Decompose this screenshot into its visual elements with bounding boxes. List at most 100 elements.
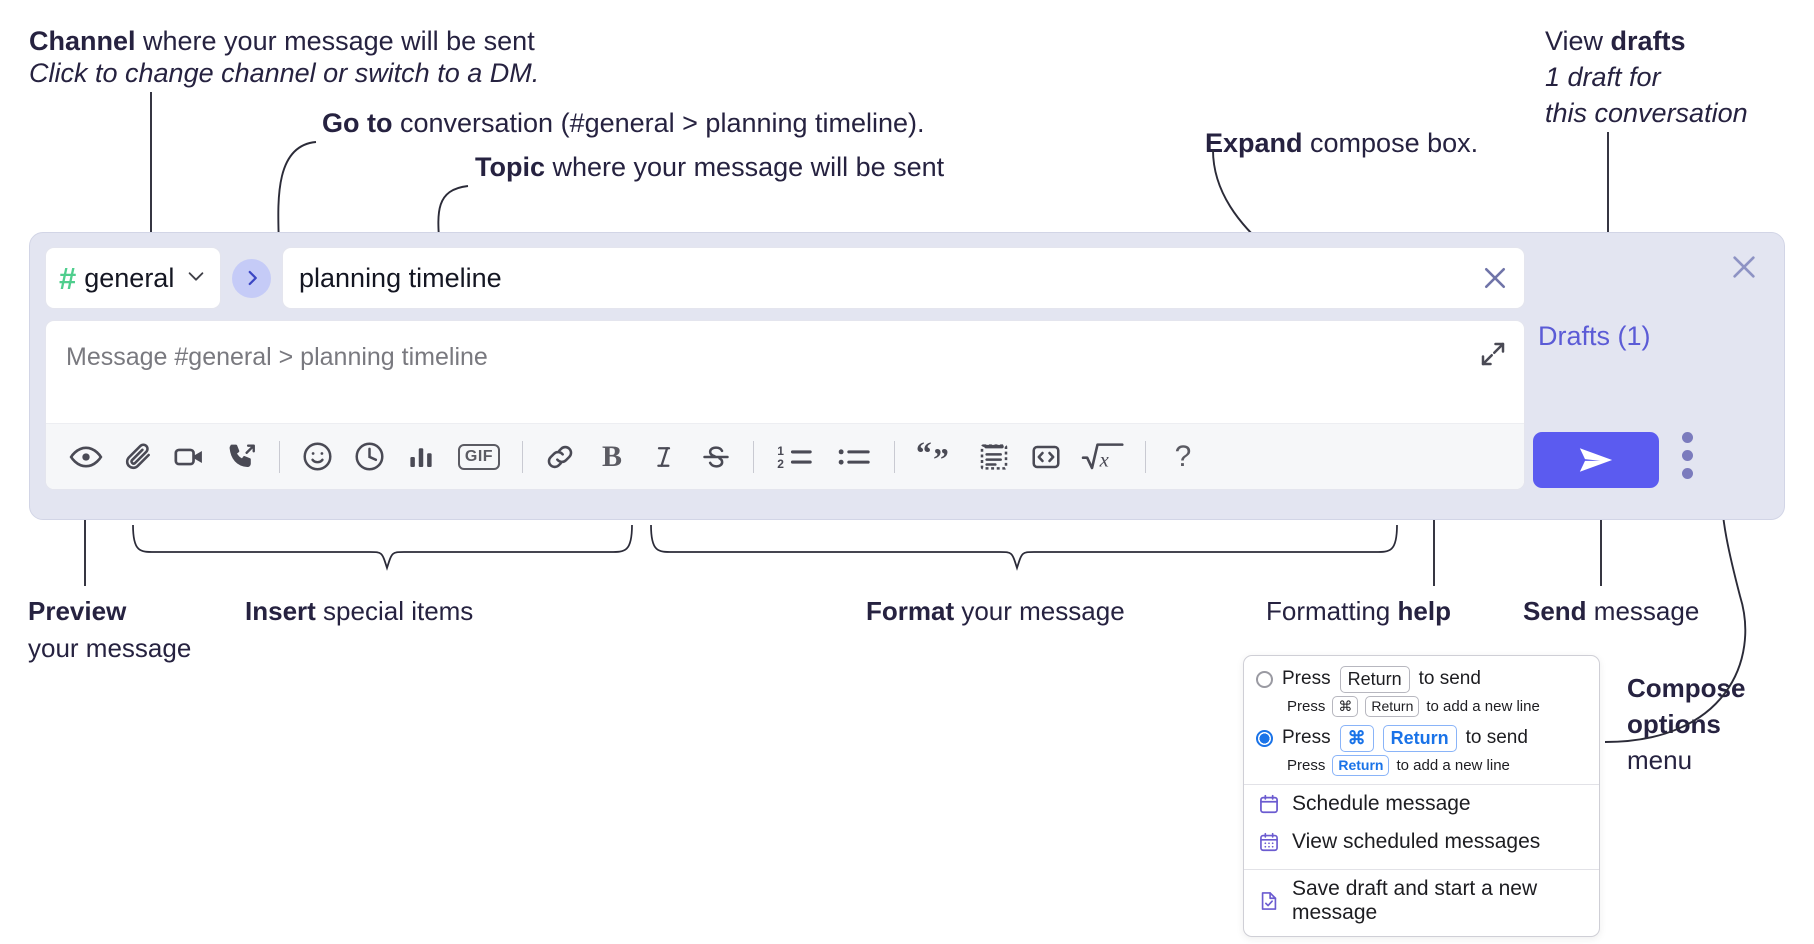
menu-item-save-draft[interactable]: Save draft and start a new message (1244, 870, 1599, 936)
annotation-goto-rest: conversation (#general > planning timeli… (392, 108, 925, 138)
strikethrough-icon[interactable] (690, 431, 742, 483)
annotation-drafts-bold: drafts (1610, 26, 1686, 56)
option-sub-pre: Press (1287, 756, 1326, 774)
annotation-drafts-sub1: 1 draft for (1545, 60, 1661, 95)
gif-icon[interactable]: GIF (447, 431, 511, 483)
message-compose-box: # general planning timeline M (29, 232, 1785, 520)
send-option-cmd-return-main: Press ⌘ Return to send (1256, 725, 1587, 752)
annotation-send-bold: Send (1523, 596, 1587, 626)
annotation-topic: Topic where your message will be sent (475, 150, 944, 185)
menu-divider (1244, 784, 1599, 785)
kebab-dot (1682, 468, 1693, 479)
inline-code-icon[interactable] (1020, 431, 1072, 483)
annotation-drafts-sub1-text: 1 draft for (1545, 62, 1661, 92)
annotation-drafts: View drafts (1545, 24, 1686, 59)
blockquote-icon[interactable]: “ ” (906, 431, 968, 483)
drafts-link[interactable]: Drafts (1) (1538, 321, 1651, 351)
poll-icon[interactable] (395, 431, 447, 483)
go-to-conversation-button[interactable] (232, 258, 271, 298)
annotation-compose-options-l1-text: Compose (1627, 673, 1746, 703)
key-return: Return (1332, 754, 1390, 776)
compose-main-column: # general planning timeline M (45, 247, 1525, 505)
toolbar-divider (279, 440, 280, 473)
svg-text:x: x (1099, 449, 1109, 471)
link-icon[interactable] (534, 431, 586, 483)
svg-text:2: 2 (777, 456, 784, 470)
option-sub-post: to add a new line (1426, 697, 1540, 715)
send-option-cmd-return[interactable]: Press ⌘ Return to send Press Return to a… (1244, 723, 1599, 776)
toolbar-divider (522, 440, 523, 473)
key-return: Return (1382, 725, 1457, 752)
menu-item-view-scheduled-messages[interactable]: View scheduled messages (1244, 823, 1599, 861)
formatting-help-icon[interactable]: ? (1157, 431, 1209, 483)
clock-icon[interactable] (343, 431, 395, 483)
compose-options-button[interactable] (1682, 432, 1693, 479)
preview-icon[interactable] (60, 431, 112, 483)
option-post-text: to send (1418, 668, 1481, 690)
option-pre-text: Press (1282, 668, 1331, 690)
radio-cmd-return-selected[interactable] (1256, 729, 1273, 747)
option-pre-text: Press (1282, 727, 1331, 749)
calendar-icon (1258, 793, 1280, 815)
annotation-channel-sub-text: Click to change channel or switch to a D… (29, 58, 540, 88)
channel-name-label: general (84, 262, 175, 293)
close-icon[interactable] (1728, 251, 1760, 288)
video-icon[interactable] (164, 431, 216, 483)
annotation-expand-rest: compose box. (1302, 128, 1479, 158)
expand-compose-icon[interactable] (1478, 339, 1508, 374)
annotation-compose-options-l3: menu (1627, 744, 1692, 777)
annotation-expand-bold: Expand (1205, 128, 1303, 158)
send-option-return-main: Press Return to send (1256, 666, 1587, 693)
hash-icon: # (59, 260, 76, 296)
bold-icon[interactable]: B (586, 431, 638, 483)
annotation-channel-rest: where your message will be sent (135, 26, 535, 56)
annotation-compose-options-l2: options (1627, 708, 1721, 741)
code-block-icon[interactable] (968, 431, 1020, 483)
message-input-area[interactable]: Message #general > planning timeline (45, 320, 1525, 490)
help-label: ? (1174, 439, 1192, 473)
toolbar-divider (894, 440, 895, 473)
channel-selector[interactable]: # general (45, 247, 221, 309)
menu-item-schedule-message[interactable]: Schedule message (1244, 785, 1599, 823)
radio-return[interactable] (1256, 670, 1273, 688)
key-return: Return (1365, 695, 1420, 717)
formatting-toolbar: GIF B (46, 423, 1524, 489)
audio-call-icon[interactable] (216, 431, 268, 483)
save-draft-icon (1258, 890, 1280, 912)
topic-input[interactable]: planning timeline (282, 247, 1525, 309)
annotation-help-bold: help (1397, 596, 1451, 626)
annotation-compose-options-l3-text: menu (1627, 745, 1693, 775)
annotation-preview-bold: Preview (28, 596, 127, 626)
annotation-format-rest: your message (954, 596, 1125, 626)
attachment-icon[interactable] (112, 431, 164, 483)
chevron-down-icon (185, 265, 207, 292)
emoji-icon[interactable] (291, 431, 343, 483)
annotation-preview: Preview (28, 595, 126, 628)
annotation-insert-bold: Insert (245, 596, 316, 626)
annotation-channel-sub: Click to change channel or switch to a D… (29, 56, 539, 91)
send-button[interactable] (1533, 432, 1659, 488)
send-option-return-sub: Press ⌘ Return to add a new line (1287, 695, 1587, 717)
menu-item-label: Save draft and start a new message (1292, 877, 1538, 924)
gif-label: GIF (457, 443, 501, 470)
key-return: Return (1339, 666, 1410, 693)
annotation-insert-rest: special items (315, 596, 474, 626)
chevron-right-icon (248, 270, 257, 286)
annotation-format-bold: Format (866, 596, 955, 626)
annotation-expand: Expand compose box. (1205, 126, 1478, 161)
send-option-return[interactable]: Press Return to send Press ⌘ Return to a… (1244, 664, 1599, 717)
option-post-text: to send (1465, 727, 1528, 749)
math-icon[interactable]: x (1072, 431, 1134, 483)
italic-icon[interactable] (638, 431, 690, 483)
send-option-cmd-return-sub: Press Return to add a new line (1287, 754, 1587, 776)
clear-topic-icon[interactable] (1480, 263, 1510, 293)
ordered-list-icon[interactable]: 1 2 (765, 431, 825, 483)
compose-options-menu: Press Return to send Press ⌘ Return to a… (1243, 655, 1600, 937)
annotation-drafts-lead: View (1545, 26, 1611, 56)
bulleted-list-icon[interactable] (825, 431, 883, 483)
send-icon (1579, 448, 1613, 472)
annotation-preview-rest: your message (28, 633, 192, 663)
message-placeholder: Message #general > planning timeline (66, 343, 488, 371)
annotation-format: Format your message (866, 595, 1125, 628)
